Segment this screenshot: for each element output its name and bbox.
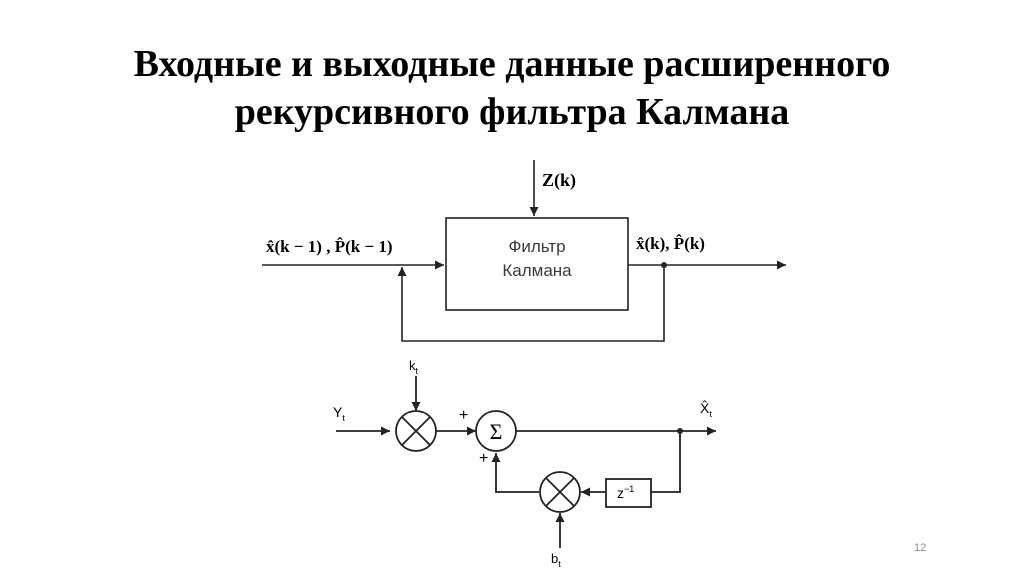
input-label: x̂(k − 1) , P̂(k − 1) [266,237,393,256]
slide-title: Входные и выходные данные расширенного р… [40,40,984,136]
bottom-diagram [336,376,716,548]
gain-top-sub: t [416,366,419,376]
input-y-main: Y [333,404,343,420]
kalman-filter-block [445,217,629,311]
output-x-main: X̂ [700,400,710,416]
top-diagram [262,160,786,342]
output-label: x̂(k), P̂(k) [636,234,705,253]
feedback-loop [397,265,665,342]
gain-top-label: kt [409,358,419,376]
gain-bottom-main: b [551,551,558,566]
delay-sup: −1 [624,484,634,494]
output-x-label: X̂t [700,400,712,419]
delay-main: z [617,485,624,501]
title-line-2: рекурсивного фильтра Калмана [234,91,790,133]
input-y-label: Yt [333,404,345,423]
plus-top: + [459,407,468,424]
input-y-sub: t [342,413,345,423]
output-x-sub: t [709,409,712,419]
multiplier-top-cross-b [401,416,431,446]
plus-bottom: + [479,450,488,467]
mult-to-sum-feedback [491,453,539,493]
gain-bottom-sub: t [558,559,561,569]
page-number: 12 [914,542,927,554]
sum-symbol: Σ [490,419,503,444]
output-junction-dot-bottom [677,428,683,434]
delay-label: z−1 [617,484,634,501]
measurement-label: Z(k) [542,170,576,191]
gain-bottom-label: bt [551,551,561,569]
gain-top-main: k [409,358,416,373]
multiplier-bottom-cross-b [545,477,575,507]
block-label-line-1: Фильтр [508,237,565,256]
summation-node [475,410,517,452]
delay-block [605,478,652,508]
block-label-line-2: Калмана [502,261,572,280]
feedback-to-delay [651,431,681,493]
title-line-1: Входные и выходные данные расширенного [133,43,891,85]
output-junction-dot [661,262,667,268]
